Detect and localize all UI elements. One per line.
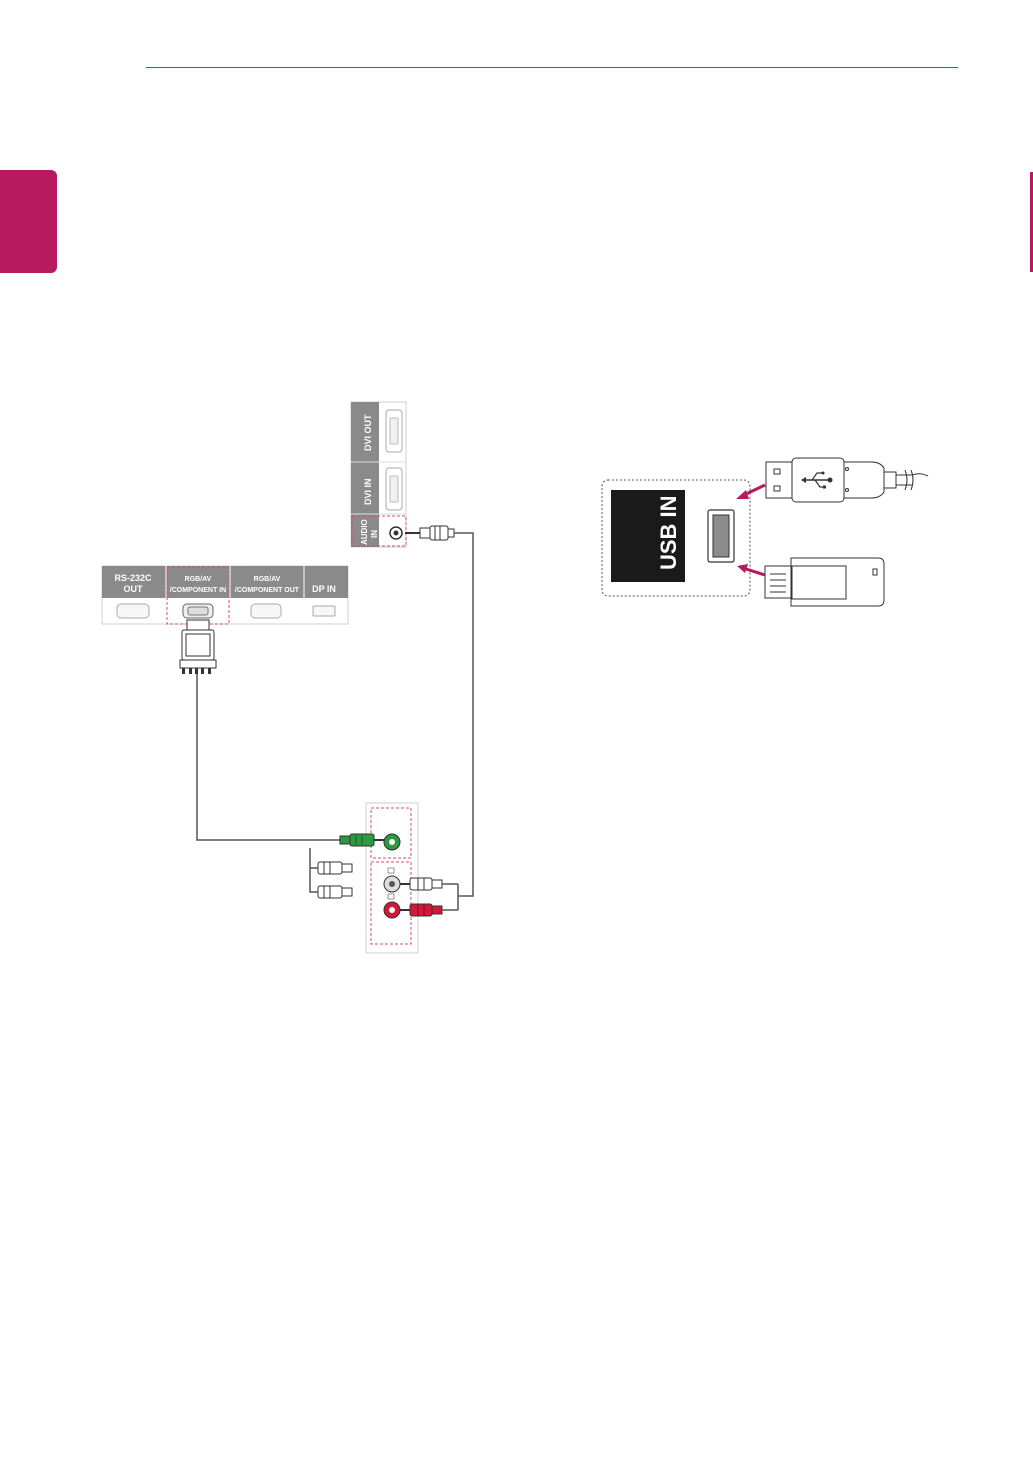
green-video-jack (384, 834, 400, 850)
usb-panel: USB IN (602, 480, 750, 596)
rgb-out-label-1: RGB/AV (254, 576, 281, 583)
usb-in-label: USB IN (656, 495, 681, 570)
dvi-out-label: DVI OUT (363, 414, 373, 451)
rgb-out-label-2: /COMPONENT OUT (235, 587, 300, 594)
dvi-panel: DVI OUT DVI IN AUDIO IN (351, 402, 406, 547)
dvi-in-port (386, 468, 402, 510)
component-cable-branch (310, 848, 318, 892)
port-panel: RS-232C OUT RGB/AV /COMPONENT IN RGB/AV … (102, 566, 348, 624)
usb-memory-stick (765, 558, 884, 606)
rs232c-label-2: OUT (124, 584, 144, 594)
component-cable (197, 674, 340, 840)
usb-port (708, 510, 734, 562)
audio-in-label-2: IN (370, 530, 379, 538)
dsub-cable-plug (180, 620, 216, 674)
dvi-out-port (386, 410, 402, 452)
av-device-panel (366, 803, 418, 953)
dvi-in-label: DVI IN (363, 478, 373, 505)
rs232c-port (117, 604, 149, 618)
rgb-in-label-2: /COMPONENT IN (170, 587, 226, 594)
dp-in-port (313, 606, 335, 616)
rgb-av-in-port (183, 604, 213, 618)
audio-cable (442, 533, 473, 910)
audio-in-label-1: AUDIO (360, 519, 369, 545)
rca-plug-spare-2 (318, 886, 352, 898)
rgb-av-out-port (251, 604, 281, 618)
audio-mini-plug (405, 526, 454, 540)
rca-plug-spare-1 (318, 862, 352, 874)
rs232c-label-1: RS-232C (114, 573, 152, 583)
rgb-in-label-1: RGB/AV (185, 576, 212, 583)
usb-cable-plug (766, 458, 928, 502)
audio-in-jack (390, 527, 402, 539)
dp-in-label: DP IN (312, 584, 336, 594)
